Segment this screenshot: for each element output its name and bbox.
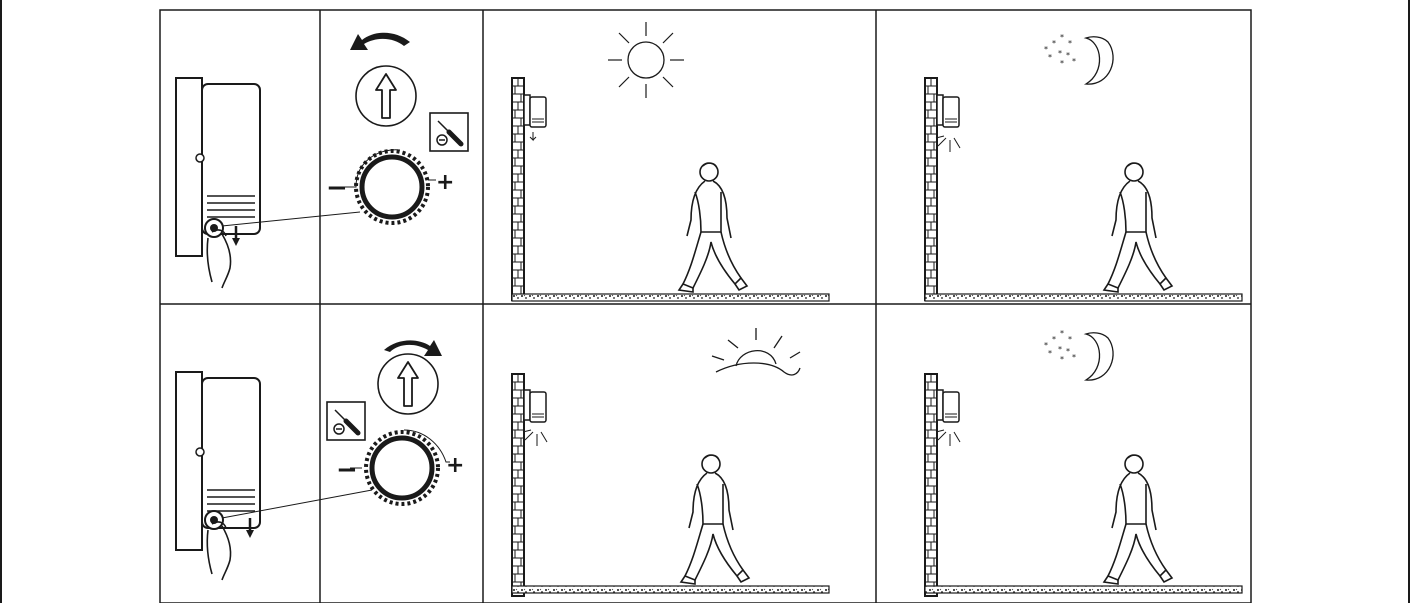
adjustment-dial-icon	[350, 429, 450, 506]
wall-lamp-icon	[523, 94, 547, 128]
light-rays-icon	[935, 429, 961, 447]
lamp-arrow-icon	[529, 132, 537, 142]
row-1: − +	[175, 21, 1243, 302]
plus-label: +	[446, 453, 464, 478]
up-arrow-icon	[355, 65, 417, 127]
plus-label: +	[436, 170, 454, 195]
brick-wall-icon	[924, 373, 938, 597]
moon-icon	[1043, 32, 1114, 85]
walking-person-icon	[680, 454, 750, 585]
minus-label: −	[336, 455, 358, 485]
up-arrow-icon	[377, 353, 439, 415]
walking-person-icon	[1103, 454, 1173, 585]
rotate-arrow-icon	[350, 32, 410, 50]
brick-wall-icon	[511, 373, 525, 597]
walking-person-icon	[1103, 162, 1173, 293]
pointer-line	[221, 489, 373, 519]
screwdriver-icon	[327, 402, 365, 440]
ground-icon	[511, 293, 830, 302]
rotate-arrow-icon	[384, 340, 442, 356]
ground-icon	[511, 585, 830, 594]
brick-wall-icon	[511, 77, 525, 301]
ground-icon	[924, 293, 1243, 302]
pointer-line	[221, 211, 361, 227]
light-rays-icon	[522, 429, 548, 447]
wall-lamp-icon	[936, 389, 960, 423]
moon-icon	[1043, 328, 1114, 381]
minus-label: −	[326, 173, 348, 203]
sunset-icon	[711, 328, 801, 376]
ground-icon	[924, 585, 1243, 594]
light-rays-icon	[935, 135, 961, 153]
screwdriver-icon	[430, 113, 468, 151]
row-2: − +	[175, 328, 1243, 597]
diagram-grid	[159, 9, 1252, 603]
walking-person-icon	[678, 162, 748, 293]
adjustment-dial-icon	[340, 149, 436, 225]
wall-lamp-icon	[936, 94, 960, 128]
wall-lamp-icon	[523, 389, 547, 423]
sun-icon	[607, 21, 685, 99]
brick-wall-icon	[924, 77, 938, 301]
